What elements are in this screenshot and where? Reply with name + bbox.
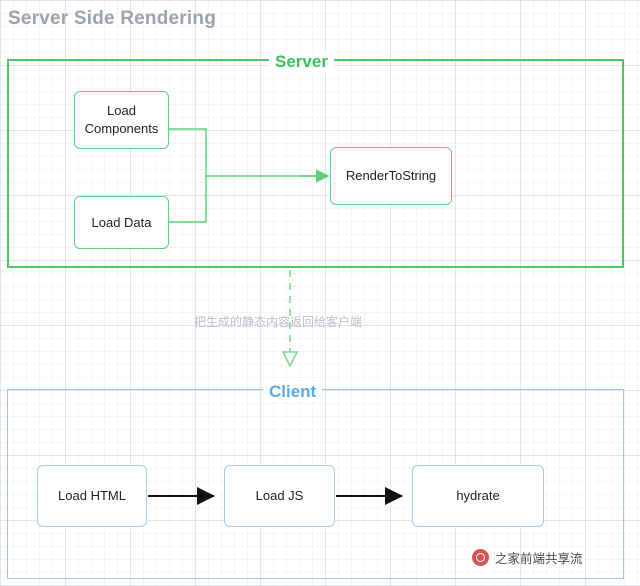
watermark: 之家前端共享流 bbox=[472, 548, 583, 567]
page-title: Server Side Rendering bbox=[8, 8, 216, 29]
watermark-text: 之家前端共享流 bbox=[495, 552, 583, 566]
node-load-data[interactable]: Load Data bbox=[74, 196, 169, 249]
region-client-label: Client bbox=[263, 382, 323, 402]
node-load-components[interactable]: Load Components bbox=[74, 91, 169, 149]
node-load-js[interactable]: Load JS bbox=[224, 465, 335, 527]
region-server-label: Server bbox=[269, 52, 334, 72]
transfer-annotation: 把生成的静态内容返回给客户端 bbox=[194, 315, 363, 329]
node-render-to-string[interactable]: RenderToString bbox=[330, 147, 452, 205]
node-load-html[interactable]: Load HTML bbox=[37, 465, 147, 527]
wechat-logo-icon bbox=[472, 549, 489, 566]
node-hydrate[interactable]: hydrate bbox=[412, 465, 544, 527]
